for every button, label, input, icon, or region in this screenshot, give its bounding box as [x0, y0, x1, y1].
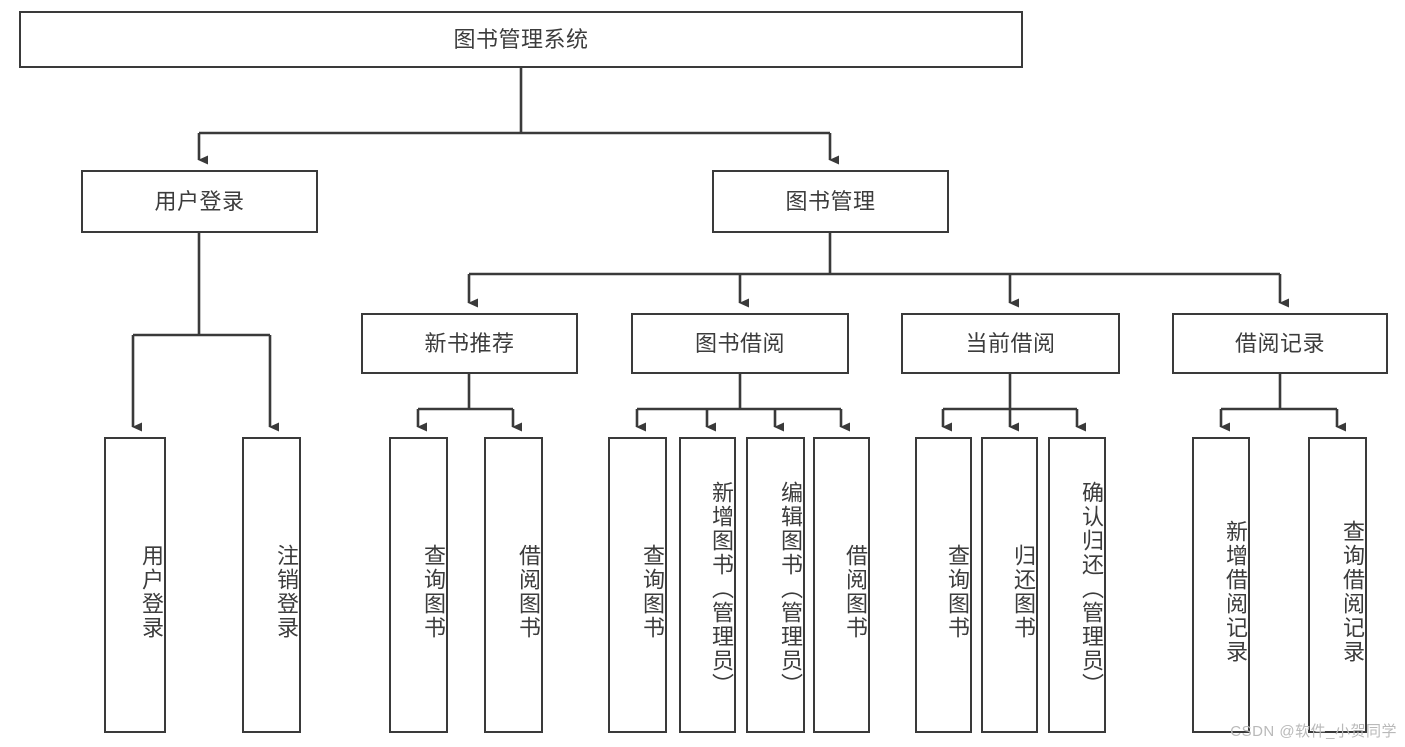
node-leaf-user-login-label: 用户登录: [139, 544, 164, 640]
node-leaf-borrow-book-2-label: 借阅图书: [843, 544, 868, 640]
node-leaf-user-login[interactable]: 用户登录: [104, 437, 166, 733]
node-leaf-logout[interactable]: 注销登录: [242, 437, 301, 733]
node-borrow-record[interactable]: 借阅记录: [1172, 313, 1388, 374]
node-current-borrow-label: 当前借阅: [965, 330, 1056, 356]
node-leaf-return-book-label: 归还图书: [1011, 544, 1036, 640]
node-leaf-query-book-3[interactable]: 查询图书: [915, 437, 972, 733]
node-leaf-query-book-1[interactable]: 查询图书: [389, 437, 448, 733]
node-leaf-borrow-book-1[interactable]: 借阅图书: [484, 437, 543, 733]
node-user-login[interactable]: 用户登录: [81, 170, 318, 233]
node-leaf-query-record[interactable]: 查询借阅记录: [1308, 437, 1367, 733]
node-leaf-query-record-label: 查询借阅记录: [1340, 520, 1365, 664]
node-leaf-return-book[interactable]: 归还图书: [981, 437, 1038, 733]
node-leaf-logout-label: 注销登录: [274, 544, 299, 640]
node-leaf-query-book-2-label: 查询图书: [640, 544, 665, 640]
node-book-borrow-label: 图书借阅: [694, 330, 785, 356]
node-leaf-add-book[interactable]: 新增图书（管理员）: [679, 437, 736, 733]
node-leaf-query-book-3-label: 查询图书: [945, 544, 970, 640]
node-book-borrow[interactable]: 图书借阅: [631, 313, 849, 374]
node-leaf-edit-book[interactable]: 编辑图书（管理员）: [746, 437, 805, 733]
node-leaf-query-book-1-label: 查询图书: [421, 544, 446, 640]
node-book-manage-label: 图书管理: [785, 188, 876, 214]
node-leaf-edit-book-label: 编辑图书（管理员）: [778, 481, 803, 697]
node-root-label: 图书管理系统: [453, 26, 589, 52]
node-leaf-borrow-book-1-label: 借阅图书: [516, 544, 541, 640]
node-leaf-add-record[interactable]: 新增借阅记录: [1192, 437, 1250, 733]
node-user-login-label: 用户登录: [154, 188, 245, 214]
node-leaf-query-book-2[interactable]: 查询图书: [608, 437, 667, 733]
node-new-book-rec[interactable]: 新书推荐: [361, 313, 578, 374]
node-leaf-confirm-return[interactable]: 确认归还（管理员）: [1048, 437, 1106, 733]
node-leaf-add-record-label: 新增借阅记录: [1223, 520, 1248, 664]
node-borrow-record-label: 借阅记录: [1234, 330, 1325, 356]
node-leaf-confirm-return-label: 确认归还（管理员）: [1079, 481, 1104, 697]
node-leaf-borrow-book-2[interactable]: 借阅图书: [813, 437, 870, 733]
node-root[interactable]: 图书管理系统: [19, 11, 1023, 68]
node-new-book-rec-label: 新书推荐: [424, 330, 515, 356]
node-leaf-add-book-label: 新增图书（管理员）: [709, 481, 734, 697]
node-current-borrow[interactable]: 当前借阅: [901, 313, 1120, 374]
node-book-manage[interactable]: 图书管理: [712, 170, 949, 233]
